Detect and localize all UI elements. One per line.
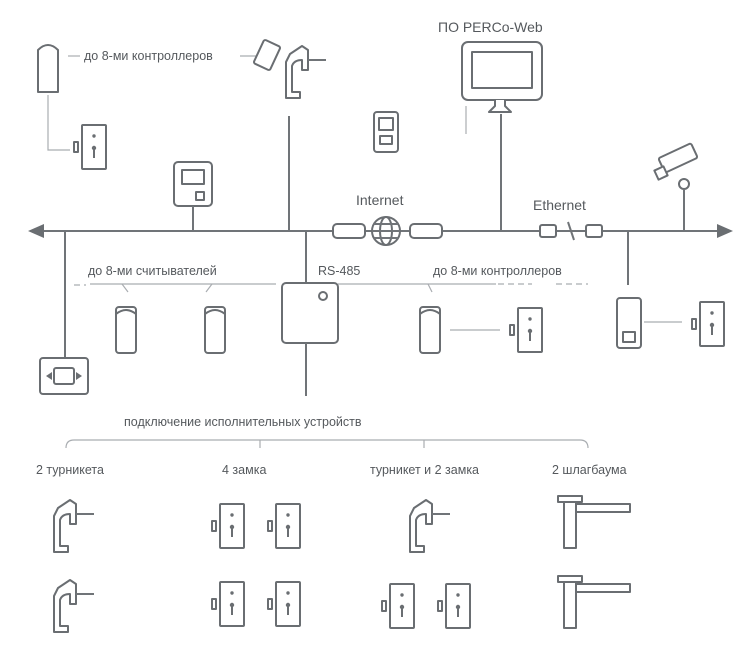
lock-6-icon: [437, 583, 471, 629]
monitor-icon: [461, 41, 543, 113]
lock-2-icon: [267, 503, 301, 549]
label-controllers-mid: до 8-ми контроллеров: [433, 264, 562, 278]
mobile-terminal-icon: [373, 111, 399, 153]
group-label-locks: 4 замка: [222, 463, 266, 477]
label-internet: Internet: [356, 192, 404, 208]
group-label-turnstiles: 2 турникета: [36, 463, 104, 477]
card-icon: [253, 39, 281, 71]
internet-right-connector: [409, 223, 443, 239]
mid-lock-icon: [509, 307, 543, 353]
lock-5-icon: [381, 583, 415, 629]
group-label-barriers: 2 шлагбаума: [552, 463, 627, 477]
camera-icon: [653, 142, 699, 190]
lock-1-icon: [211, 503, 245, 549]
ethernet-left-plug-icon: [539, 224, 557, 238]
group-label-turnstile-locks: турникет и 2 замка: [370, 463, 479, 477]
barrier-2-icon: [557, 575, 631, 629]
panel-controller-icon: [173, 161, 213, 207]
main-controller-icon: [281, 282, 339, 344]
top-controller-lock-icon: [73, 124, 107, 170]
label-executive-devices: подключение исполнительных устройств: [124, 415, 362, 429]
bus-left-arrow-icon: [28, 224, 44, 238]
lock-4-icon: [267, 581, 301, 627]
label-readers: до 8-ми считывателей: [88, 264, 217, 278]
ethernet-right-plug-icon: [585, 224, 603, 238]
label-software: ПО PERCo-Web: [438, 19, 543, 35]
door-opener-icon: [39, 357, 89, 395]
top-controller-reader: [37, 44, 70, 151]
bus-right-arrow-icon: [717, 224, 733, 238]
globe-icon: [371, 216, 401, 246]
internet-left-connector: [332, 223, 366, 239]
label-rs485: RS-485: [318, 264, 360, 278]
reader-3-icon: [419, 306, 441, 354]
right-lock-icon: [691, 301, 725, 347]
top-turnstile-icon: [285, 45, 327, 99]
label-controllers-top: до 8-ми контроллеров: [84, 49, 213, 63]
label-ethernet: Ethernet: [533, 197, 586, 213]
turnstile-2-icon: [53, 579, 95, 633]
reader-1-icon: [115, 306, 137, 354]
right-controller-icon: [616, 297, 642, 349]
lock-3-icon: [211, 581, 245, 627]
barrier-1-icon: [557, 495, 631, 549]
turnstile-1-icon: [53, 499, 95, 553]
reader-2-icon: [204, 306, 226, 354]
turnstile-3-icon: [409, 499, 451, 553]
